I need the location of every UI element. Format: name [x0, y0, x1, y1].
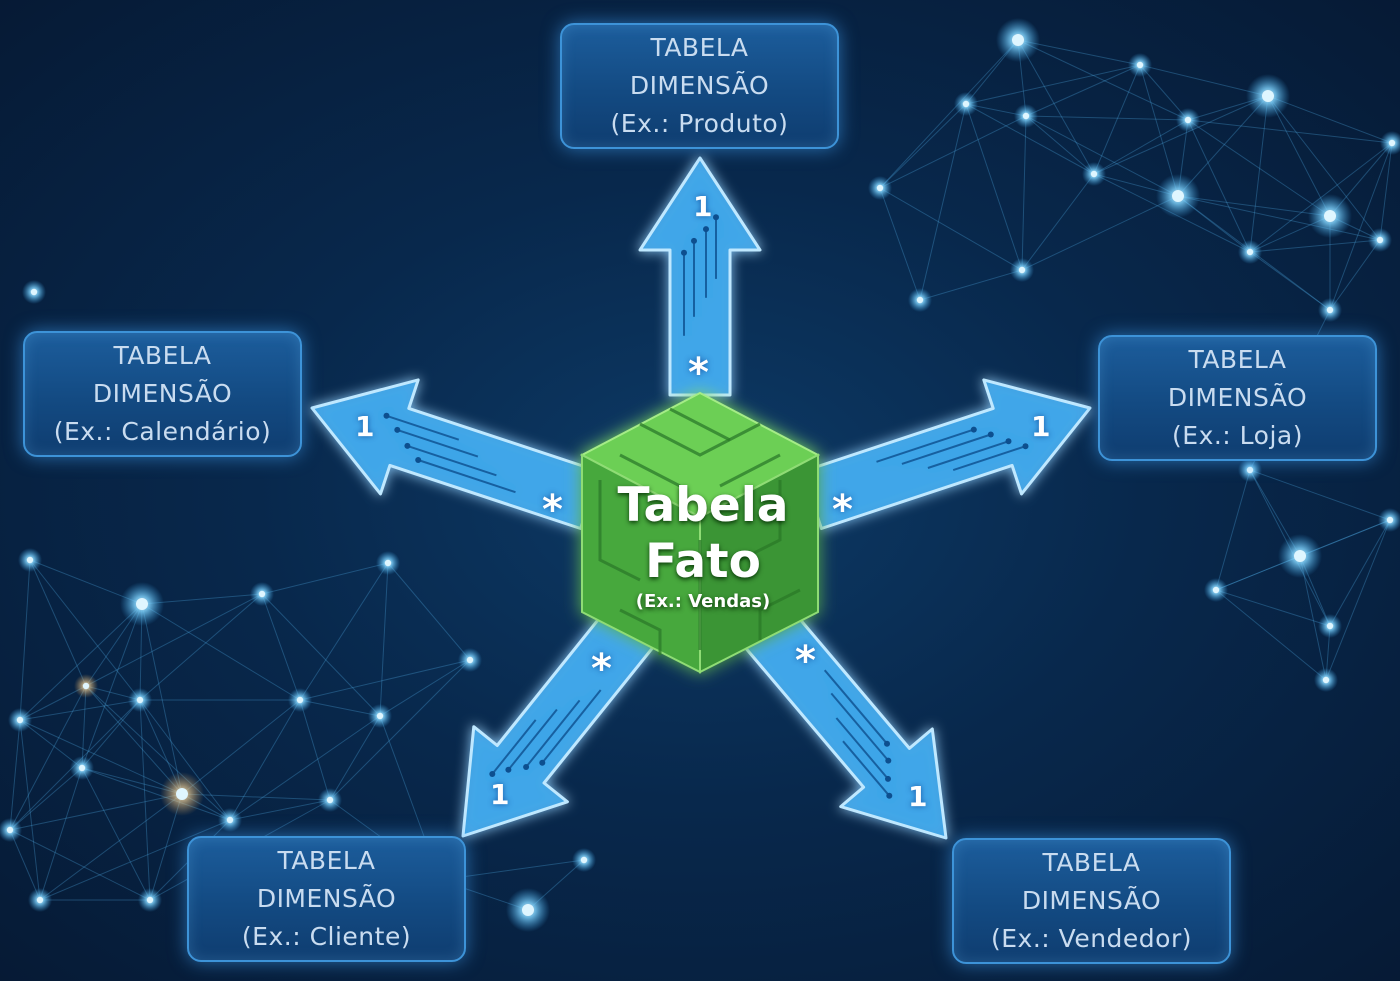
network-nodes [0, 18, 1400, 932]
arrow-calendario [310, 378, 601, 530]
fact-table-label: Tabela Fato (Ex.: Vendas) [600, 478, 806, 614]
dimension-box-loja[interactable]: TABELA DIMENSÃO (Ex.: Loja) [1098, 335, 1377, 461]
arrow-vendedor [743, 607, 948, 840]
arrow-cliente [461, 607, 655, 838]
cardinality-many-cliente: * [591, 646, 612, 692]
dimension-example: (Ex.: Calendário) [53, 417, 272, 446]
dimension-label: TABELA [277, 846, 376, 875]
dimension-example: (Ex.: Produto) [610, 109, 789, 138]
dimension-label: DIMENSÃO [629, 71, 770, 100]
dimension-label: TABELA [650, 33, 749, 62]
network-background [9, 39, 1393, 911]
cardinality-one-loja: 1 [1031, 410, 1051, 443]
fact-title-line2: Fato [645, 534, 761, 589]
fact-cube [579, 391, 821, 674]
fact-example: (Ex.: Vendas) [635, 591, 771, 612]
cardinality-many-produto: * [688, 350, 709, 396]
dimension-label: DIMENSÃO [1167, 383, 1308, 412]
dimension-label: TABELA [1188, 345, 1287, 374]
dimension-example: (Ex.: Cliente) [241, 922, 412, 951]
dimension-label: DIMENSÃO [92, 379, 233, 408]
dimension-box-calendario[interactable]: TABELA DIMENSÃO (Ex.: Calendário) [23, 331, 302, 457]
dimension-label: TABELA [1042, 848, 1141, 877]
cardinality-many-vendedor: * [795, 638, 816, 684]
dimension-box-produto[interactable]: TABELA DIMENSÃO (Ex.: Produto) [560, 23, 839, 149]
cardinality-many-loja: * [832, 487, 853, 533]
cardinality-many-calendario: * [542, 487, 563, 533]
cardinality-one-vendedor: 1 [908, 780, 928, 813]
dimension-label: TABELA [113, 341, 212, 370]
dimension-box-cliente[interactable]: TABELA DIMENSÃO (Ex.: Cliente) [187, 836, 466, 962]
cardinality-one-cliente: 1 [490, 778, 510, 811]
dimension-label: DIMENSÃO [256, 884, 397, 913]
arrow-produto [638, 156, 762, 397]
arrow-loja [801, 378, 1092, 530]
cardinality-one-calendario: 1 [355, 410, 375, 443]
dimension-example: (Ex.: Loja) [1172, 421, 1303, 450]
dimension-box-vendedor[interactable]: TABELA DIMENSÃO (Ex.: Vendedor) [952, 838, 1231, 964]
relationship-arrows [310, 156, 1092, 840]
cardinality-one-produto: 1 [693, 190, 713, 223]
dimension-label: DIMENSÃO [1021, 886, 1162, 915]
fact-title-line1: Tabela [617, 478, 789, 533]
dimension-example: (Ex.: Vendedor) [991, 924, 1192, 953]
